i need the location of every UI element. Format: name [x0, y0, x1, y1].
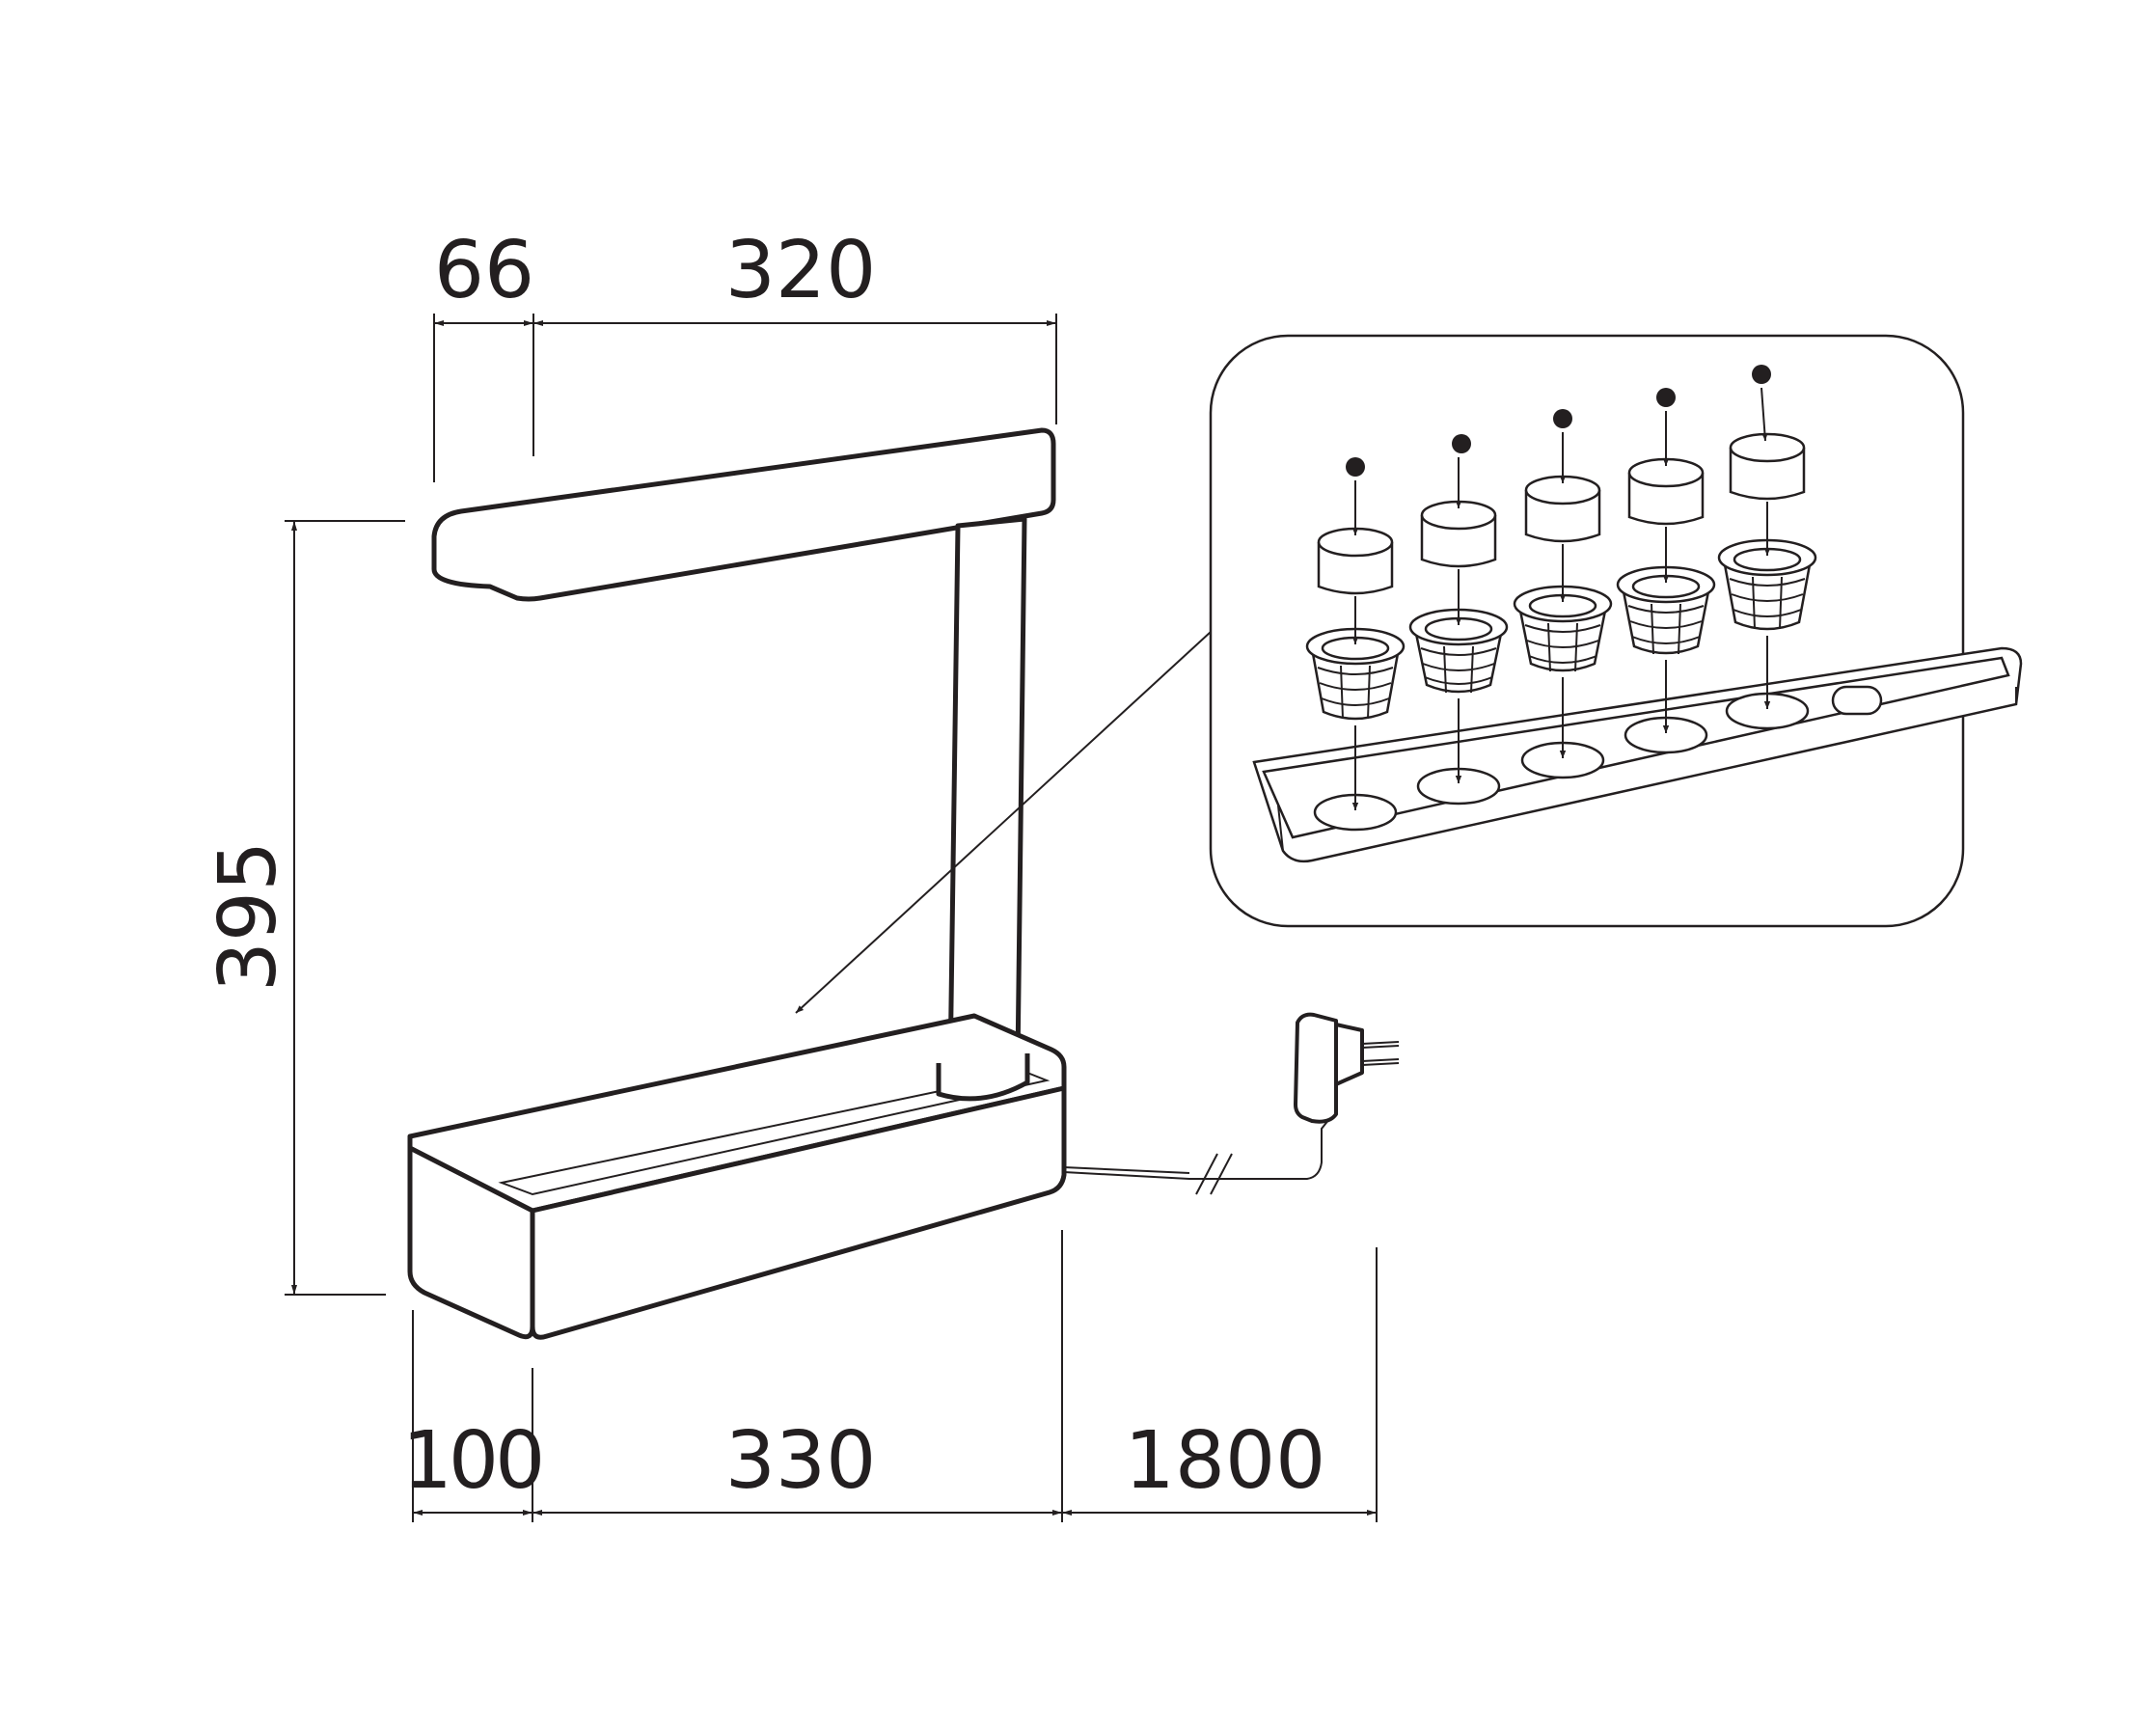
basket-1: [1305, 627, 1405, 721]
top-dimension-lines: [433, 314, 1057, 482]
planter-base: [407, 1013, 1067, 1340]
dimension-395-label: 395: [203, 841, 294, 993]
power-cable: [1063, 1118, 1330, 1195]
power-adapter: [1294, 1012, 1400, 1124]
assembly-detail: [1252, 365, 2023, 863]
lamp-pole: [940, 516, 1027, 1082]
basket-2: [1408, 608, 1509, 694]
basket-4: [1616, 565, 1716, 655]
bottom-dimension-lines: [412, 1230, 1378, 1522]
dimension-320-label: 320: [725, 225, 877, 316]
lamp-arm: [431, 427, 1056, 602]
sponge-pods: [1317, 432, 1806, 595]
height-dimension-lines: [285, 520, 405, 1296]
plant-baskets: [1305, 538, 1817, 721]
pod-4: [1627, 457, 1705, 526]
dimension-66-label: 66: [434, 225, 534, 316]
planting-tray: [1252, 646, 2023, 863]
basket-5: [1717, 538, 1817, 631]
pod-5: [1729, 432, 1806, 501]
pod-2: [1420, 500, 1497, 568]
callout-leader-line: [795, 631, 1212, 1014]
pod-3: [1524, 475, 1601, 543]
dimension-1800-label: 1800: [1125, 1415, 1326, 1507]
pod-1: [1317, 527, 1394, 595]
assembly-arrows: [1351, 387, 1771, 810]
dimension-100-label: 100: [402, 1415, 542, 1507]
basket-3: [1513, 585, 1613, 672]
dimension-330-label: 330: [725, 1415, 877, 1507]
seed-dots: [1346, 365, 1771, 477]
